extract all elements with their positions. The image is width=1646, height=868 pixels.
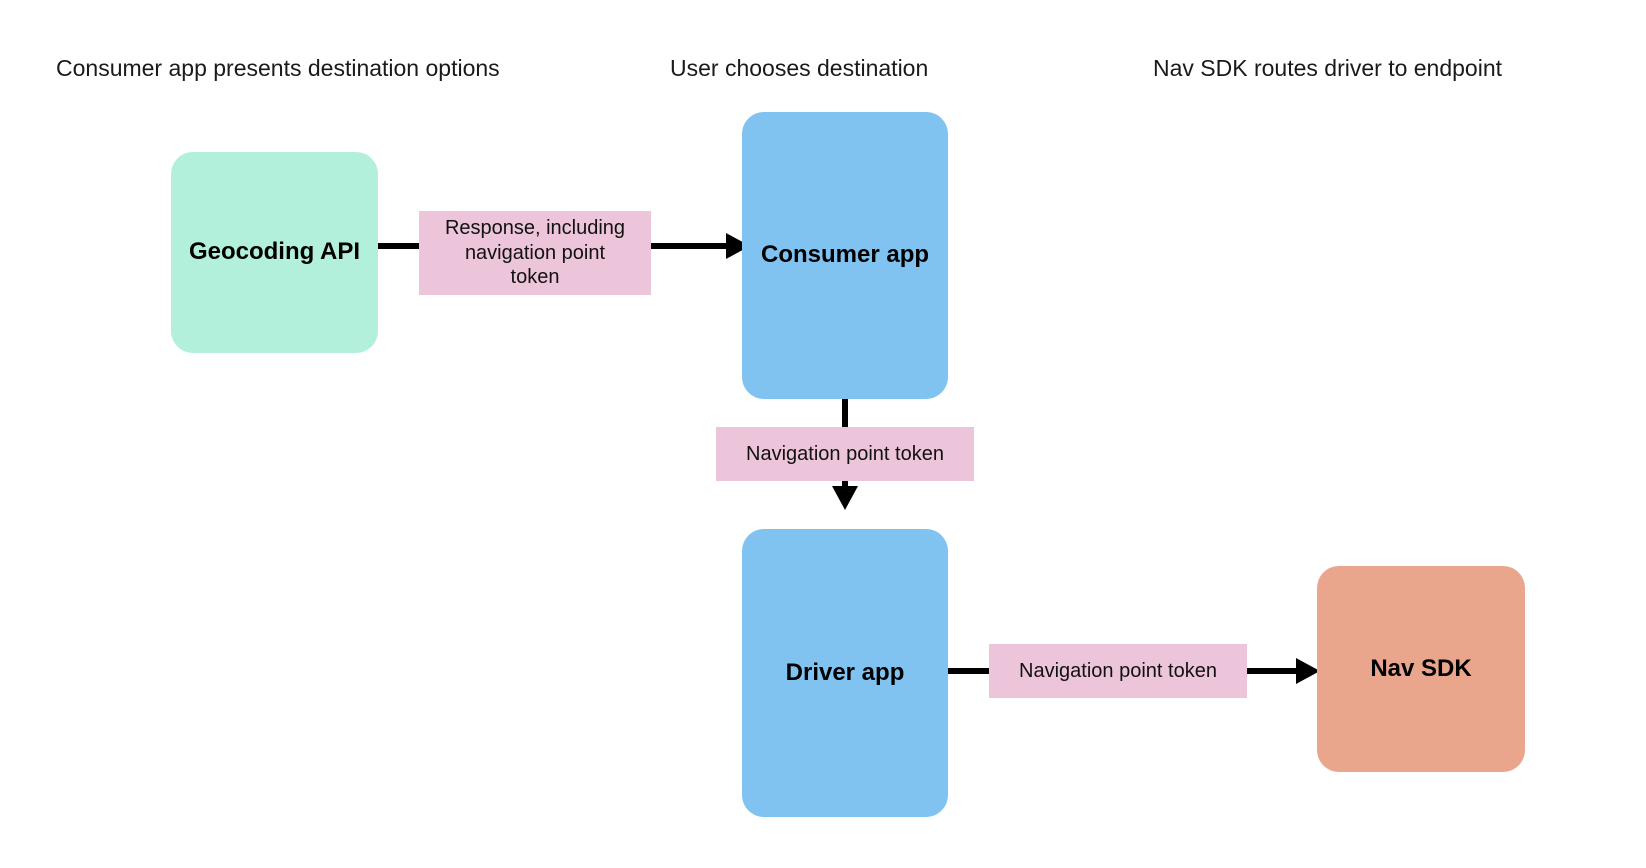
node-consumer-app[interactable]: Consumer app: [742, 112, 948, 399]
edge-label-navigation-point-token-vertical: Navigation point token: [716, 427, 974, 481]
node-driver-app[interactable]: Driver app: [742, 529, 948, 817]
edge-label-navigation-point-token-horizontal: Navigation point token: [989, 644, 1247, 698]
edge-label-text-nav-token-horizontal: Navigation point token: [1019, 659, 1217, 682]
column-heading-user-chooses: User chooses destination: [670, 55, 929, 81]
node-label-geocoding-api: Geocoding API: [188, 238, 361, 266]
column-heading-nav-routes: Nav SDK routes driver to endpoint: [1153, 55, 1503, 81]
edge-label-text-nav-token-vertical: Navigation point token: [746, 442, 944, 465]
node-label-nav-sdk: Nav SDK: [1370, 654, 1472, 682]
column-heading-consumer-options: Consumer app presents destination option…: [56, 55, 500, 81]
node-label-consumer-app: Consumer app: [760, 241, 930, 269]
node-label-driver-app: Driver app: [785, 658, 905, 686]
node-geocoding-api[interactable]: Geocoding API: [171, 152, 378, 353]
node-nav-sdk[interactable]: Nav SDK: [1317, 566, 1525, 772]
